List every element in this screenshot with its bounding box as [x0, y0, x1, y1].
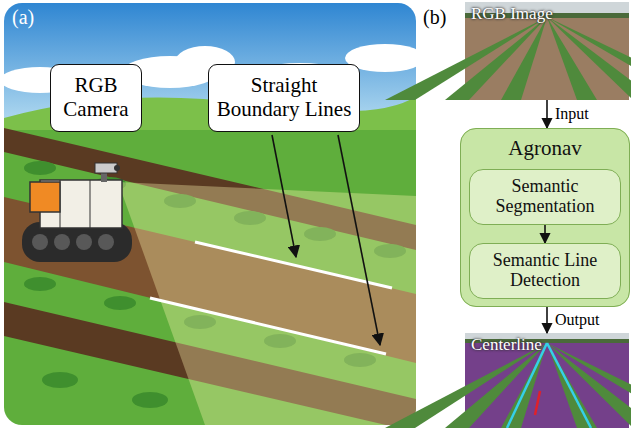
flow-arrow: [546, 307, 548, 333]
edge-label: Input: [553, 105, 591, 123]
node-text: Semantic Segmentation: [476, 177, 614, 217]
callout-box: Straight Boundary Lines: [208, 64, 360, 132]
flow-arrow: [544, 225, 546, 243]
robot: [22, 163, 132, 262]
node-text: RGB Camera: [57, 74, 135, 121]
node-text: Centerline: [471, 335, 623, 355]
node-text: Semantic Line Detection: [476, 251, 614, 291]
leader-arrow: [338, 135, 380, 345]
panel-label: (b): [423, 6, 446, 29]
pipeline-box: AgronavSemantic SegmentationSemantic Lin…: [460, 128, 630, 307]
flow-arrow: [546, 100, 548, 128]
edge-label: Output: [553, 311, 601, 329]
panel-label: (a): [12, 6, 34, 29]
callout-box: RGB Camera: [50, 64, 142, 132]
node-text: RGB Image: [471, 4, 623, 24]
process-box: Semantic Line Detection: [469, 243, 621, 299]
process-box: Semantic Segmentation: [469, 169, 621, 225]
node-text: Straight Boundary Lines: [215, 74, 353, 121]
node-text: Agronav: [461, 136, 629, 161]
field-scene: [4, 3, 416, 425]
leader-arrow: [272, 135, 296, 257]
image-panel: Centerline: [465, 333, 629, 426]
centerline-photo: [385, 333, 631, 428]
agronav-fill: [460, 128, 630, 307]
image-panel: RGB Image: [465, 2, 629, 100]
rgb-photo: [385, 2, 631, 100]
